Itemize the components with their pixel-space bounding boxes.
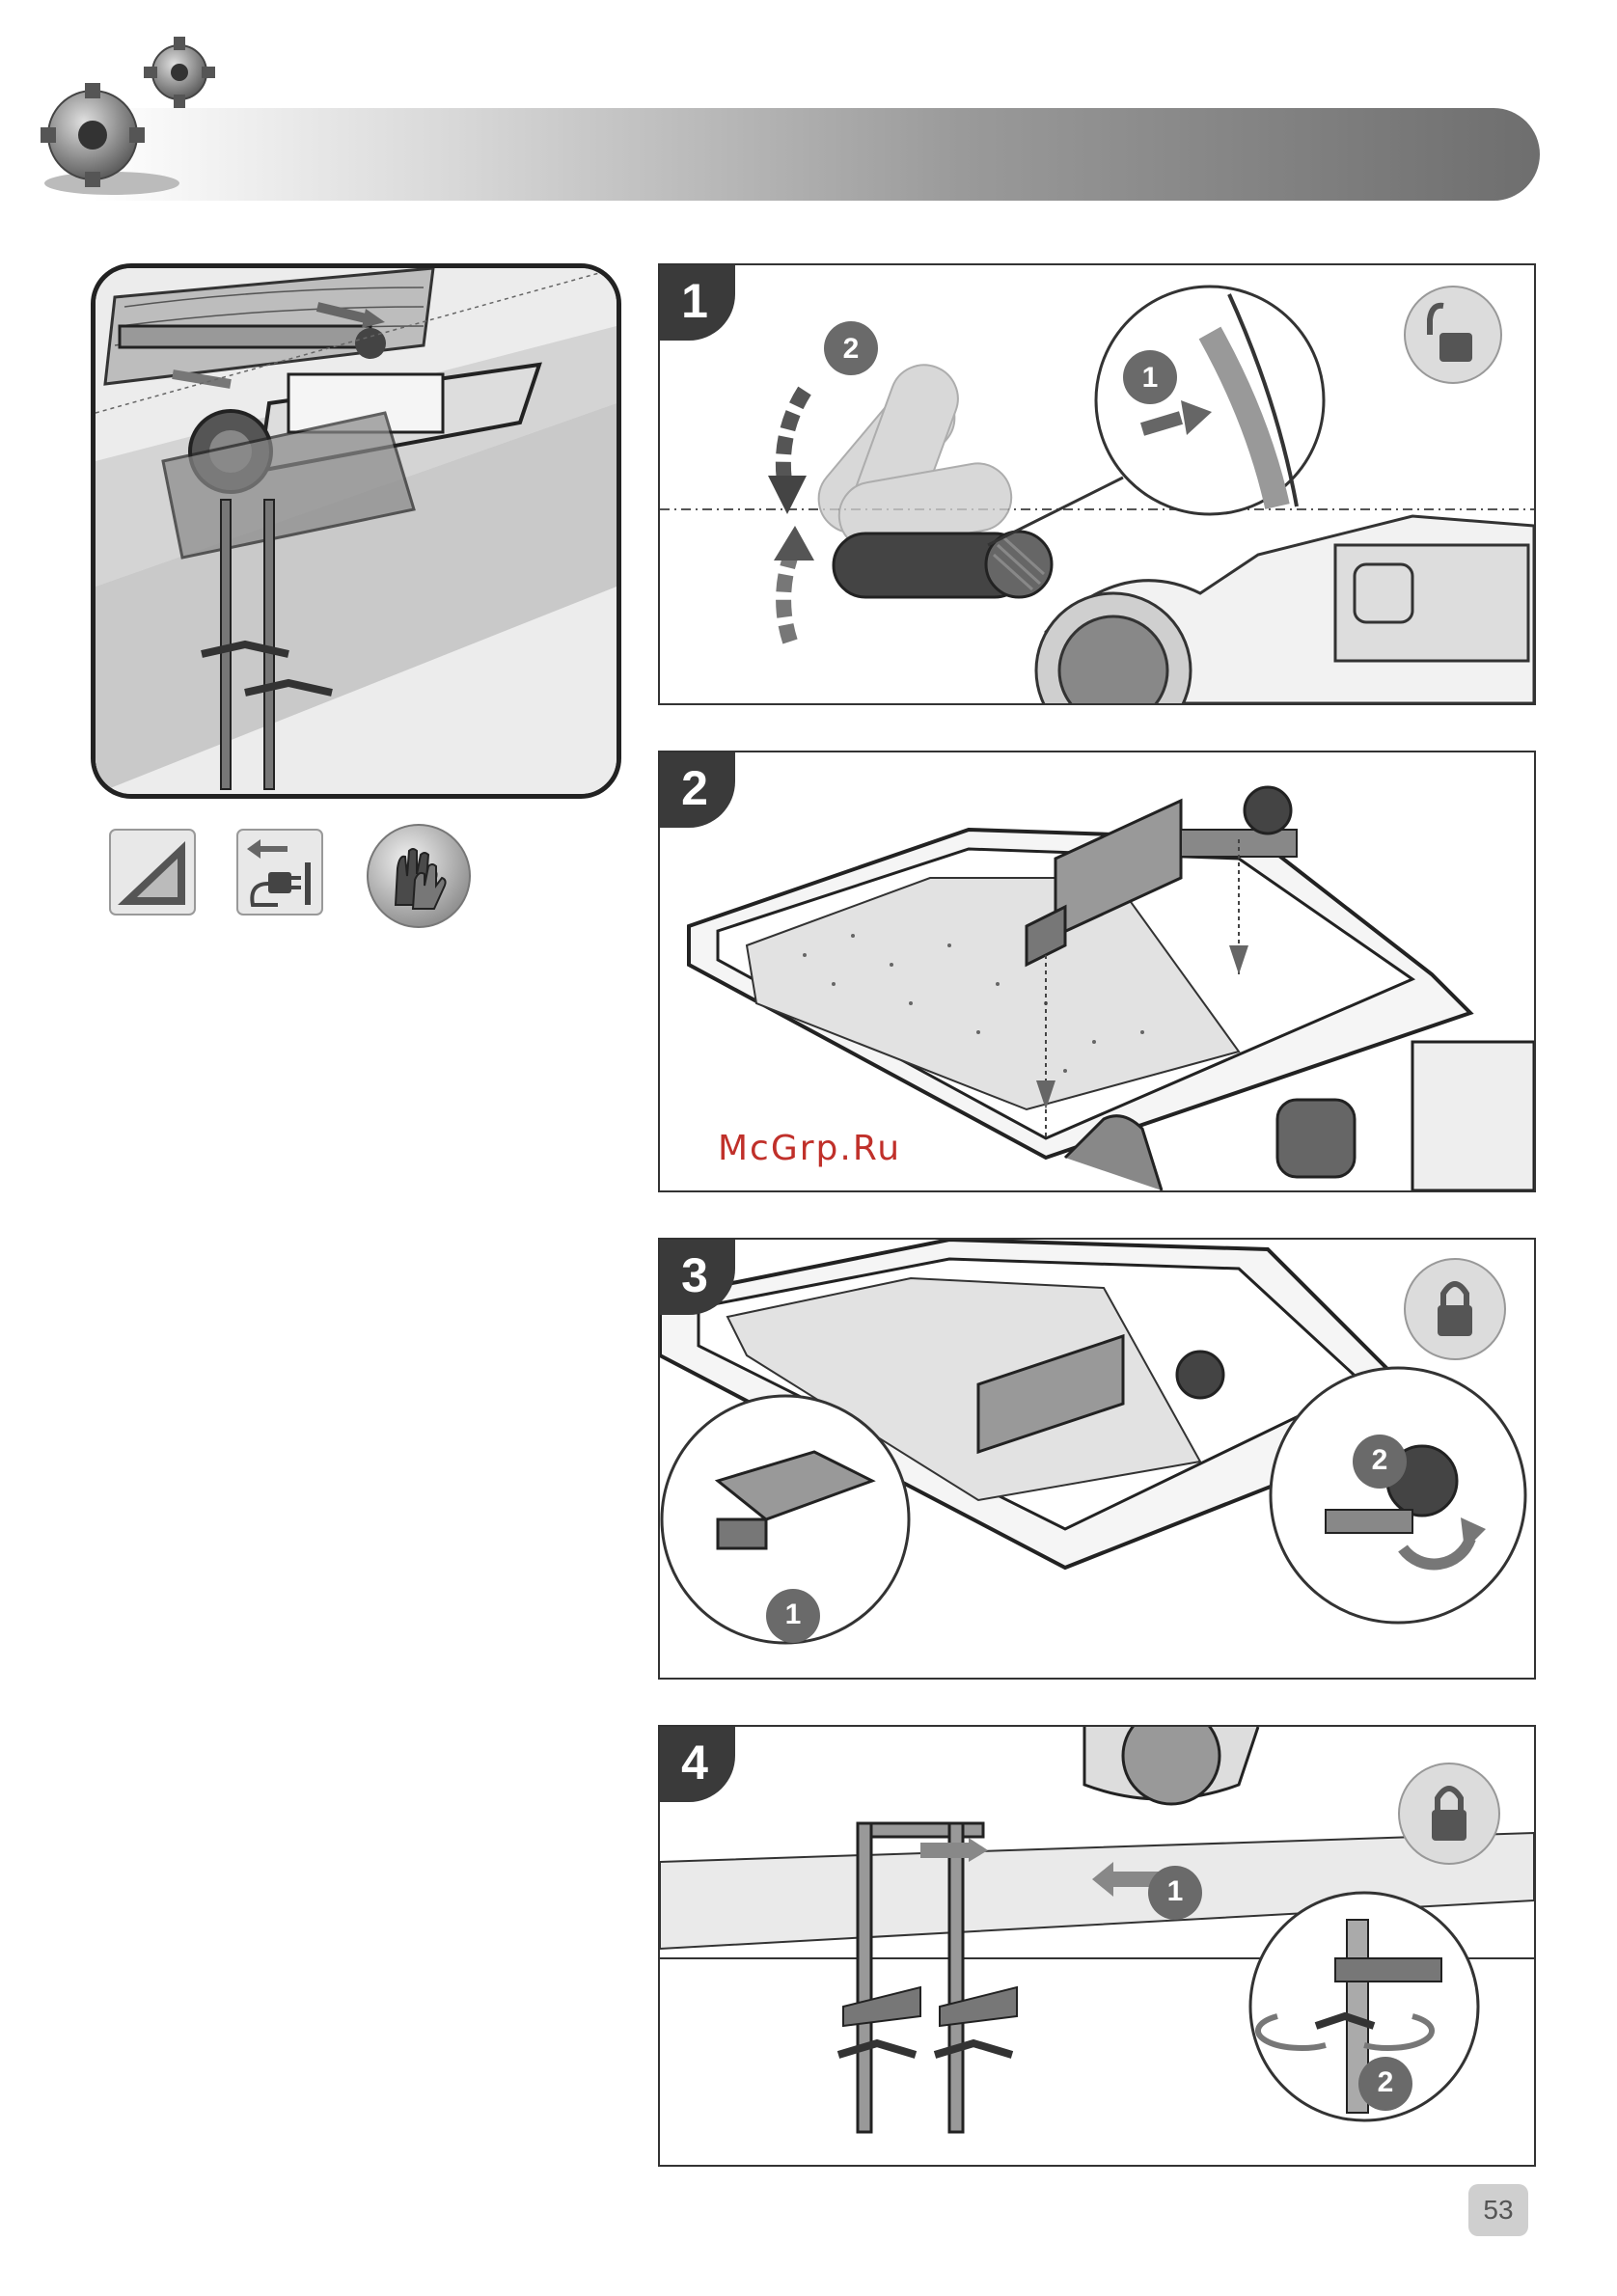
watermark: McGrp.Ru: [718, 1129, 901, 1168]
page-number: 53: [1468, 2184, 1528, 2236]
step-4-panel: 4 1 2: [658, 1725, 1536, 2167]
callout-number: 2: [1366, 1444, 1393, 1477]
callout-number: 1: [1162, 1875, 1189, 1908]
step-2-panel: 2: [658, 751, 1536, 1192]
unplug-icon: [235, 828, 324, 916]
callout-number: 1: [780, 1599, 807, 1631]
callout-number: 1: [1137, 362, 1164, 395]
gears-icon: [35, 29, 218, 203]
warning-triangle-icon: [108, 828, 197, 916]
callout-number: 2: [837, 333, 864, 366]
callout-number: 2: [1372, 2066, 1399, 2099]
step-1-panel: 1 2 1: [658, 263, 1536, 705]
header-bar: [93, 108, 1540, 201]
overview-illustration: [91, 263, 621, 799]
step-3-panel: 3 2 1: [658, 1238, 1536, 1680]
gloves-icon: [365, 822, 473, 930]
